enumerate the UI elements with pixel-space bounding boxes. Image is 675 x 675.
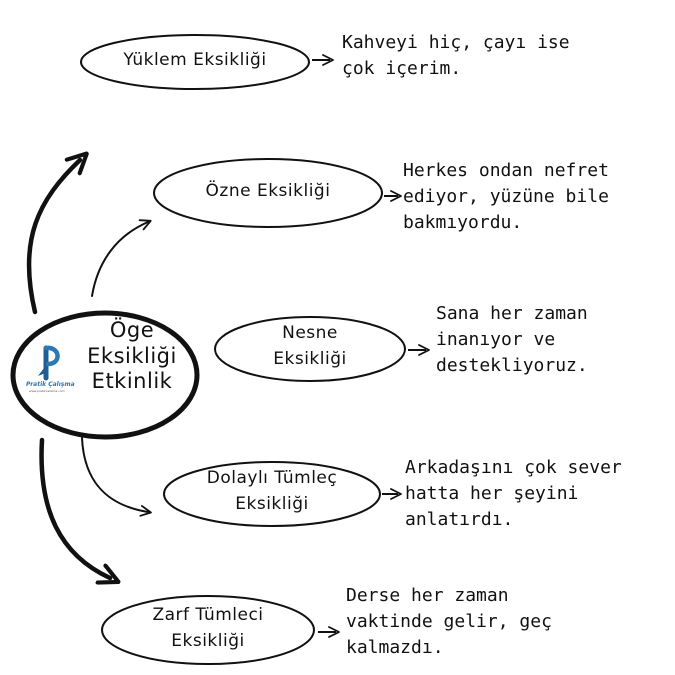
branch-arrow-ozne [91, 219, 152, 297]
zarf-example: Derse her zaman vaktinde gelir, geç kalm… [346, 583, 552, 661]
zarf-label-line: Eksikliği [171, 630, 245, 651]
zarf-example-line: vaktinde gelir, geç [346, 611, 552, 633]
yuklem-example-line: çok içerim. [342, 58, 462, 80]
dolayli-label-line: Dolaylı Tümleç [206, 468, 338, 488]
pratik-calisma-logo [38, 345, 60, 381]
ozne-example-line: Herkes ondan nefret [403, 160, 609, 181]
dolayli-label: Dolaylı Tümleç Eksikliği [166, 466, 378, 517]
center-circle [10, 310, 200, 440]
logo-brand-text: Pratik Çalışma [26, 381, 75, 388]
nesne-bubble [214, 316, 406, 382]
logo-url-text: www.pratikcalisma.com [29, 389, 65, 393]
center-title-line: Etkinlik [91, 369, 173, 394]
branch-arrow-yuklem [26, 160, 80, 315]
nesne-label-line: Eksikliği [273, 348, 347, 369]
nesne-label: Nesne Eksikliği [222, 321, 398, 372]
nesne-example-line: destekliyoruz. [436, 355, 588, 377]
yuklem-example: Kahveyi hiç, çayı ise çok içerim. [342, 30, 570, 82]
nesne-example-line: inanıyor ve [436, 329, 556, 351]
dolayli-example-line: anlatırdı. [405, 509, 514, 531]
center-title-line: Öge [109, 318, 155, 342]
center-title: Öge Eksikliği Etkinlik [72, 318, 192, 395]
dolayli-example-line: hatta her şeyini [405, 483, 579, 505]
branch-arrow-dolayli [81, 437, 152, 517]
yuklem-label: Yüklem Eksikliği [88, 50, 302, 71]
yuklem-label-line: Yüklem Eksikliği [123, 50, 267, 70]
dolayli-label-line: Eksikliği [235, 493, 309, 514]
ozne-label: Özne Eksikliği [160, 181, 376, 202]
zarf-label-line: Zarf Tümleci [152, 605, 264, 625]
branch-arrow-zarf [39, 437, 110, 578]
yuklem-bubble [80, 34, 310, 90]
dolayli-example-line: Arkadaşını çok sever [405, 457, 622, 478]
ozne-example: Herkes ondan nefret ediyor, yüzüne bile … [403, 158, 609, 236]
center-title-line: Eksikliği [87, 343, 177, 368]
ozne-bubble [153, 158, 383, 228]
nesne-example: Sana her zaman inanıyor ve destekliyoruz… [436, 301, 588, 379]
zarf-example-line: Derse her zaman [346, 585, 509, 606]
dolayli-bubble [163, 461, 381, 527]
zarf-example-line: kalmazdı. [346, 637, 444, 659]
nesne-label-line: Nesne [282, 323, 338, 343]
ozne-label-line: Özne Eksikliği [205, 181, 331, 201]
zarf-label: Zarf Tümleci Eksikliği [108, 603, 308, 654]
nesne-example-line: Sana her zaman [436, 303, 588, 324]
yuklem-example-line: Kahveyi hiç, çayı ise [342, 32, 570, 53]
ozne-example-line: bakmıyordu. [403, 212, 523, 234]
ozne-example-line: ediyor, yüzüne bile [403, 186, 609, 208]
dolayli-example: Arkadaşını çok sever hatta her şeyini an… [405, 455, 622, 533]
zarf-bubble [101, 595, 315, 665]
